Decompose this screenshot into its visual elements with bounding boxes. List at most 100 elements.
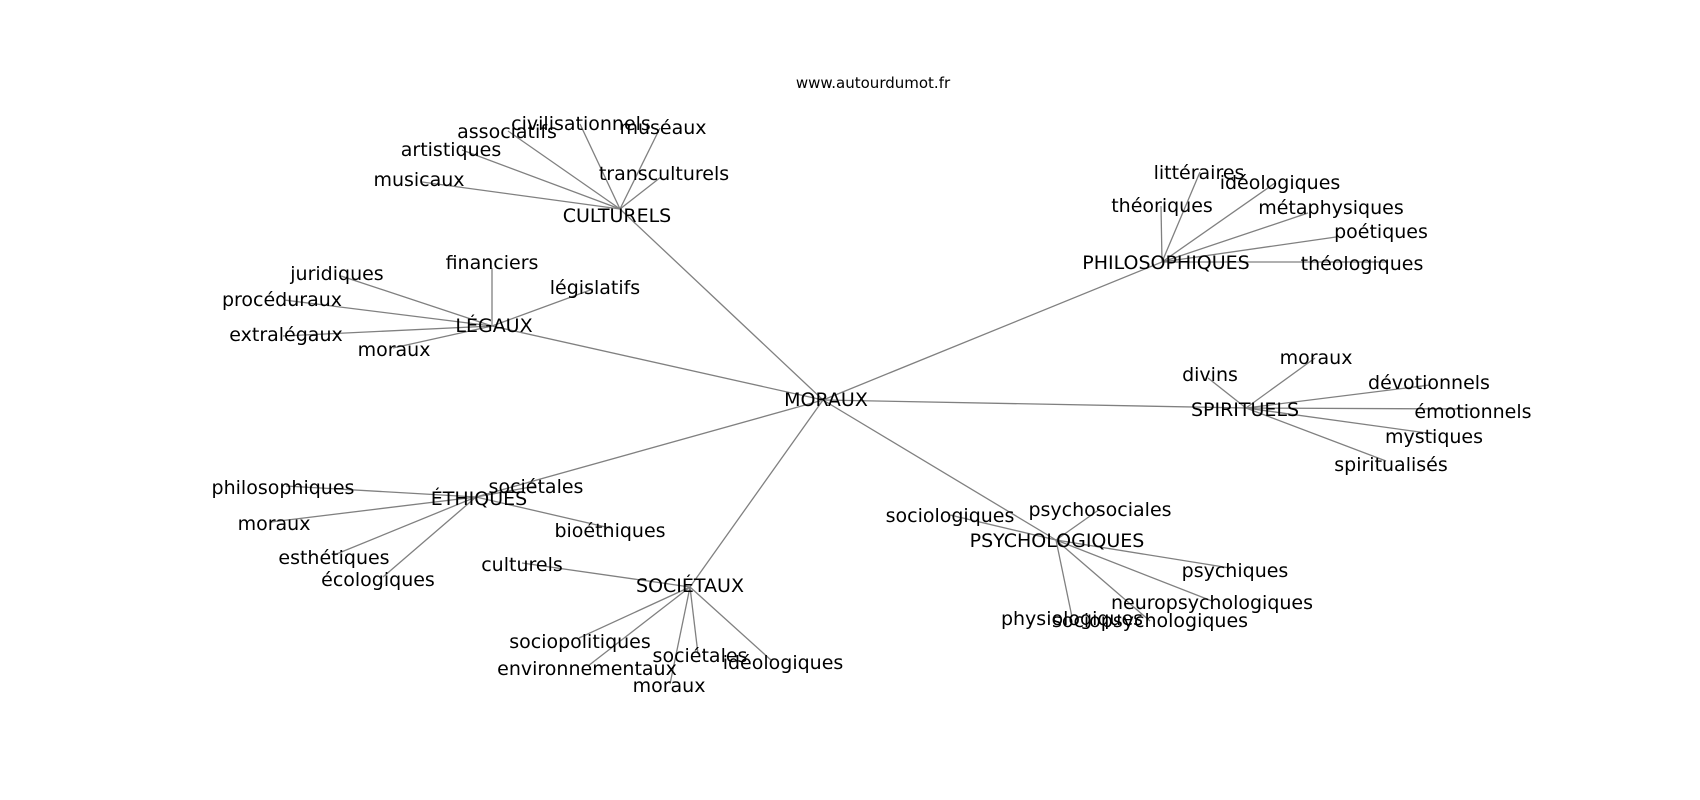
edge-societaux-environnementaux xyxy=(587,586,691,667)
edge-societaux-culturels xyxy=(521,562,691,588)
edge-spirituels-devotionnels xyxy=(1245,384,1431,409)
node-philosophiques-theoriques[interactable]: théoriques xyxy=(1111,195,1213,217)
node-psychologiques-sociologiques[interactable]: sociologiques xyxy=(886,505,1015,527)
edge-psychologiques-sociopsychologiques xyxy=(1055,539,1151,622)
node-philosophiques-litteraires[interactable]: littéraires xyxy=(1154,162,1245,184)
edge-legaux-extralegaux xyxy=(282,325,493,337)
node-ethiques-societales[interactable]: sociétales xyxy=(489,476,584,498)
edge-psychologiques-sociologiques xyxy=(949,514,1057,541)
edge-culturels-museaux xyxy=(619,127,661,210)
node-culturels-artistiques[interactable]: artistiques xyxy=(401,139,502,161)
edge-philosophiques-litteraires xyxy=(1161,171,1201,263)
node-legaux-extralegaux[interactable]: extralégaux xyxy=(229,324,342,346)
edge-center-psychologiques xyxy=(822,399,1057,541)
labels: www.autourdumot.fr MORAUX CULTURELS civili… xyxy=(212,74,1532,697)
edge-philosophiques-poetiques xyxy=(1161,236,1337,263)
edge-psychologiques-psychiques xyxy=(1055,539,1231,569)
node-hub-psychologiques[interactable]: PSYCHOLOGIQUES xyxy=(970,530,1145,552)
node-philosophiques-theologiques[interactable]: théologiques xyxy=(1301,253,1424,275)
node-culturels-museaux[interactable]: muséaux xyxy=(619,117,706,139)
edges xyxy=(270,123,1474,685)
node-psychologiques-psychosociales[interactable]: psychosociales xyxy=(1028,499,1171,521)
edge-spirituels-mystiques xyxy=(1245,407,1435,435)
node-legaux-juridiques[interactable]: juridiques xyxy=(289,263,383,285)
node-hub-societaux[interactable]: SOCIÉTAUX xyxy=(636,574,744,597)
edge-philosophiques-ideologiques xyxy=(1161,182,1276,263)
edge-center-spirituels xyxy=(822,399,1247,409)
edge-legaux-moraux xyxy=(392,325,493,349)
node-ethiques-bioethiques[interactable]: bioéthiques xyxy=(554,520,665,542)
edge-psychologiques-psychosociales xyxy=(1055,508,1101,541)
node-hub-ethiques[interactable]: ÉTHIQUES xyxy=(431,487,527,510)
edge-culturels-musicaux xyxy=(421,181,621,210)
edge-ethiques-ecologiques xyxy=(382,496,477,578)
site-url: www.autourdumot.fr xyxy=(796,74,951,92)
node-philosophiques-ideologiques[interactable]: idéologiques xyxy=(1220,172,1341,194)
node-legaux-moraux[interactable]: moraux xyxy=(358,339,431,361)
edge-psychologiques-neuropsychologiques xyxy=(1055,539,1213,602)
node-societaux-culturels[interactable]: culturels xyxy=(481,554,563,576)
edge-center-ethiques xyxy=(475,399,824,498)
edge-ethiques-philosophiques xyxy=(285,485,477,498)
edge-spirituels-divins xyxy=(1207,377,1247,409)
node-spirituels-devotionnels[interactable]: dévotionnels xyxy=(1368,372,1490,394)
node-center-moraux[interactable]: MORAUX xyxy=(784,389,868,411)
edge-legaux-proceduraux xyxy=(283,299,493,327)
edge-spirituels-moraux xyxy=(1245,357,1316,409)
node-philosophiques-metaphysiques[interactable]: métaphysiques xyxy=(1258,197,1404,219)
edge-spirituels-emotionnels xyxy=(1245,407,1474,410)
node-hub-culturels[interactable]: CULTURELS xyxy=(563,205,672,227)
node-societaux-ideologiques[interactable]: idéologiques xyxy=(723,652,844,674)
node-ethiques-esthetiques[interactable]: esthétiques xyxy=(278,547,389,569)
edge-societaux-societales xyxy=(689,586,699,655)
node-legaux-legislatifs[interactable]: législatifs xyxy=(550,277,640,299)
edge-societaux-moraux xyxy=(669,586,691,685)
node-psychologiques-neuropsychologiques[interactable]: neuropsychologiques xyxy=(1111,592,1313,614)
edge-spirituels-spiritualises xyxy=(1245,407,1387,462)
edge-ethiques-bioethiques xyxy=(475,496,611,529)
edge-center-societaux xyxy=(689,399,824,588)
node-hub-philosophiques[interactable]: PHILOSOPHIQUES xyxy=(1082,252,1250,274)
node-culturels-musicaux[interactable]: musicaux xyxy=(373,169,464,191)
edge-societaux-ideologiques xyxy=(689,586,773,662)
edge-ethiques-moraux xyxy=(270,496,477,523)
edge-ethiques-societales xyxy=(475,485,537,498)
node-spirituels-mystiques[interactable]: mystiques xyxy=(1385,426,1483,448)
node-ethiques-moraux[interactable]: moraux xyxy=(238,513,311,535)
edge-ethiques-esthetiques xyxy=(333,496,477,556)
node-hub-legaux[interactable]: LÉGAUX xyxy=(455,314,532,337)
node-societaux-moraux[interactable]: moraux xyxy=(633,675,706,697)
node-spirituels-divins[interactable]: divins xyxy=(1182,364,1238,386)
node-hub-spirituels[interactable]: SPIRITUELS xyxy=(1191,399,1299,421)
node-legaux-financiers[interactable]: financiers xyxy=(446,252,539,274)
node-societaux-sociopolitiques[interactable]: sociopolitiques xyxy=(509,631,651,653)
node-ethiques-ecologiques[interactable]: écologiques xyxy=(321,569,435,591)
edge-societaux-sociopolitiques xyxy=(578,586,691,639)
node-culturels-civilisationnels[interactable]: civilisationnels xyxy=(511,113,651,135)
edge-culturels-associatifs xyxy=(507,130,621,210)
edge-philosophiques-metaphysiques xyxy=(1161,212,1309,263)
edge-culturels-civilisationnels xyxy=(579,123,621,210)
node-spirituels-moraux[interactable]: moraux xyxy=(1280,347,1353,369)
node-philosophiques-poetiques[interactable]: poétiques xyxy=(1334,221,1428,243)
node-culturels-transculturels[interactable]: transculturels xyxy=(599,163,729,185)
edge-culturels-transculturels xyxy=(619,176,662,210)
node-societaux-environnementaux[interactable]: environnementaux xyxy=(497,658,677,680)
node-spirituels-emotionnels[interactable]: émotionnels xyxy=(1414,401,1531,423)
edge-legaux-legislatifs xyxy=(491,288,594,327)
edge-center-philosophiques xyxy=(822,261,1163,401)
node-ethiques-philosophiques[interactable]: philosophiques xyxy=(212,477,355,499)
edge-center-legaux xyxy=(491,325,824,401)
node-culturels-associatifs[interactable]: associatifs xyxy=(457,121,557,143)
edge-legaux-juridiques xyxy=(340,275,493,327)
node-spirituels-spiritualises[interactable]: spiritualisés xyxy=(1334,454,1448,476)
edge-culturels-artistiques xyxy=(461,149,621,210)
node-legaux-proceduraux[interactable]: procéduraux xyxy=(222,289,342,311)
node-psychologiques-sociopsychologiques[interactable]: sociopsychologiques xyxy=(1052,610,1248,632)
node-psychologiques-physiologiques[interactable]: physiologiques xyxy=(1001,608,1143,630)
node-societaux-societales[interactable]: sociétales xyxy=(653,645,748,667)
edge-psychologiques-physiologiques xyxy=(1055,539,1073,618)
edge-center-culturels xyxy=(619,208,824,401)
node-psychologiques-psychiques[interactable]: psychiques xyxy=(1182,560,1289,582)
